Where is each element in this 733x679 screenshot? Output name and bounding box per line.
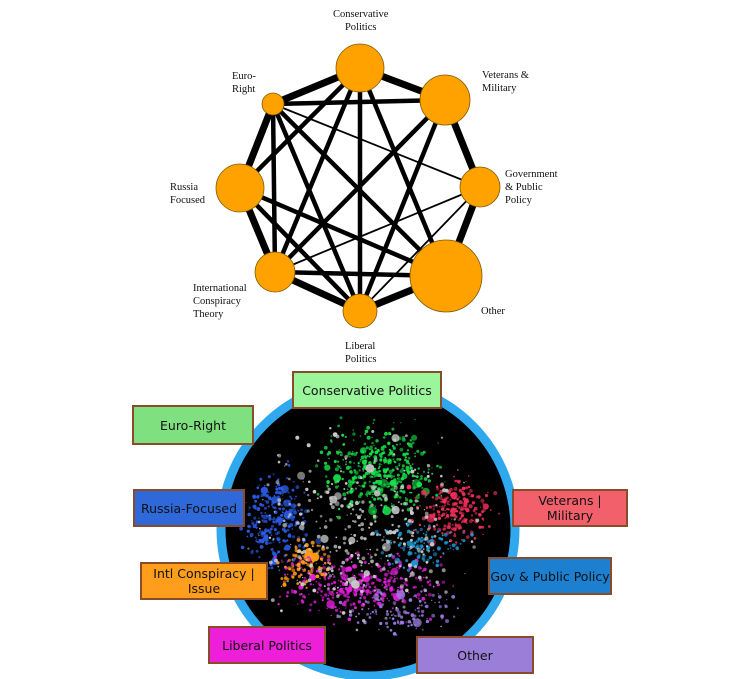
edge-veterans-intl (273, 98, 447, 274)
edge-intl-euro (270, 103, 278, 273)
cluster-points-6 (336, 585, 459, 636)
node-russia (215, 163, 265, 213)
cluster-points-1 (239, 460, 322, 572)
cluster-label-euro: Euro-Right (132, 405, 254, 445)
node-government (459, 166, 501, 208)
node-label-euro: Euro- Right (232, 71, 256, 95)
node-label-liberal: Liberal Politics (345, 341, 377, 365)
node-other (409, 239, 483, 313)
node-conservative (335, 43, 385, 93)
cluster-label-veterans: Veterans | Military (512, 489, 628, 527)
edge-liberal-euro (270, 103, 363, 312)
edge-other-euro (271, 102, 448, 278)
node-label-conservative: Conservative Politics (333, 9, 389, 33)
node-intl (254, 251, 296, 293)
node-label-russia: Russia Focused (170, 182, 205, 206)
cluster-points-7 (241, 427, 480, 632)
edge-liberal-russia (238, 186, 362, 313)
cluster-label-liberal: Liberal Politics (208, 626, 326, 664)
cluster-label-russia: Russia-Focused (133, 489, 245, 527)
node-veterans (419, 74, 471, 126)
cluster-label-intl: Intl Conspiracy | Issue (140, 562, 268, 600)
node-label-intl: International Conspiracy Theory (193, 283, 247, 320)
edge-veterans-euro (272, 97, 446, 107)
edge-government-euro (272, 103, 481, 188)
node-label-government: Government & Public Policy (505, 169, 558, 206)
cluster-points-4 (276, 538, 332, 589)
network-nodes (215, 43, 501, 329)
cluster-label-other: Other (416, 636, 534, 674)
node-euro (261, 92, 285, 116)
node-liberal (342, 293, 378, 329)
cluster-points-2 (406, 475, 501, 547)
cluster-label-conservative: Conservative Politics (292, 371, 442, 409)
node-label-veterans: Veterans & Military (482, 70, 529, 94)
cluster-label-gov: Gov & Public Policy (488, 557, 612, 595)
node-label-other: Other (481, 306, 505, 317)
